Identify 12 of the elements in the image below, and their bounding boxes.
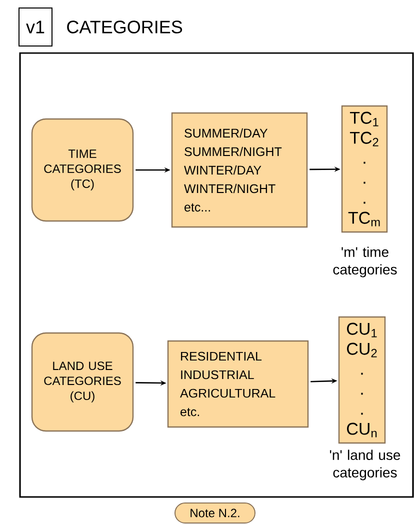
list-box: RESIDENTIAL INDUSTRIAL AGRICULTURAL etc.: [167, 340, 309, 428]
category-column: CU$_{1}$ CU$_{2}$ . . . CU$_{n}$: [338, 316, 386, 444]
version-tag: v1: [18, 8, 52, 46]
list-box: SUMMER/DAY SUMMER/NIGHT WINTER/DAY WINTER/NIGHT etc...: [171, 112, 308, 228]
category-box: LAND USE CATEGORIES (CU): [31, 332, 134, 432]
category-column: TC$_{1}$ TC$_{2}$ . . . TC$_{m}$: [341, 105, 388, 233]
node-label: 'm' time categories: [333, 246, 397, 278]
diagram-frame: [19, 52, 414, 498]
node-label: 'n' land use categories: [330, 450, 400, 480]
category-box: TIME CATEGORIES (TC): [31, 118, 134, 222]
note-badge: Note N.2.: [174, 502, 256, 524]
title: CATEGORIES: [67, 20, 182, 34]
